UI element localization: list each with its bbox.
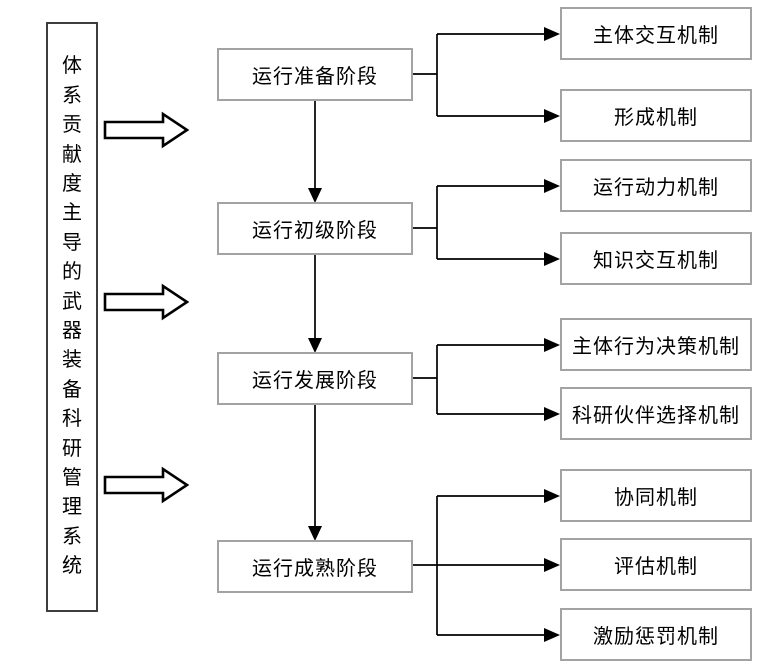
mechanism-label: 主体行为决策机制 xyxy=(572,336,740,358)
mechanism-box-4: 知识交互机制 xyxy=(560,232,752,285)
stage-box-preparation: 运行准备阶段 xyxy=(217,48,413,101)
mechanism-box-8: 评估机制 xyxy=(560,538,752,591)
root-system-box: 体系贡献度主导的武器装备科研管理系统 xyxy=(46,22,98,612)
mechanism-label: 运行动力机制 xyxy=(593,177,719,199)
mechanism-label: 形成机制 xyxy=(614,107,698,129)
mechanism-label: 激励惩罚机制 xyxy=(593,626,719,648)
stage-box-initial: 运行初级阶段 xyxy=(217,202,413,255)
stage3-branch-connector xyxy=(413,338,560,421)
hollow-arrow-2 xyxy=(103,283,190,321)
mechanism-box-6: 科研伙伴选择机制 xyxy=(560,387,752,440)
stage-label: 运行成熟阶段 xyxy=(252,558,378,580)
stage1-branch-connector xyxy=(413,27,560,123)
mechanism-box-3: 运行动力机制 xyxy=(560,159,752,212)
down-arrow-2 xyxy=(308,255,322,353)
mechanism-box-2: 形成机制 xyxy=(560,89,752,142)
mechanism-box-5: 主体行为决策机制 xyxy=(560,318,752,371)
down-arrow-3 xyxy=(308,405,322,541)
mechanism-label: 协同机制 xyxy=(614,487,698,509)
root-system-label: 体系贡献度主导的武器装备科研管理系统 xyxy=(62,55,82,578)
mechanism-box-9: 激励惩罚机制 xyxy=(560,608,752,661)
hollow-arrow-3 xyxy=(103,466,190,504)
mechanism-label: 评估机制 xyxy=(614,556,698,578)
mechanism-box-7: 协同机制 xyxy=(560,469,752,522)
stage-box-maturity: 运行成熟阶段 xyxy=(217,540,413,593)
stage-label: 运行初级阶段 xyxy=(252,220,378,242)
stage4-branch-connector xyxy=(413,489,560,642)
mechanism-label: 科研伙伴选择机制 xyxy=(572,405,740,427)
mechanism-label: 主体交互机制 xyxy=(593,25,719,47)
mechanism-label: 知识交互机制 xyxy=(593,250,719,272)
mechanism-box-1: 主体交互机制 xyxy=(560,7,752,60)
down-arrow-1 xyxy=(308,101,322,203)
stage-label: 运行发展阶段 xyxy=(252,370,378,392)
stage-box-development: 运行发展阶段 xyxy=(217,352,413,405)
stage-label: 运行准备阶段 xyxy=(252,66,378,88)
hollow-arrow-1 xyxy=(103,111,190,149)
stage2-branch-connector xyxy=(413,179,560,266)
